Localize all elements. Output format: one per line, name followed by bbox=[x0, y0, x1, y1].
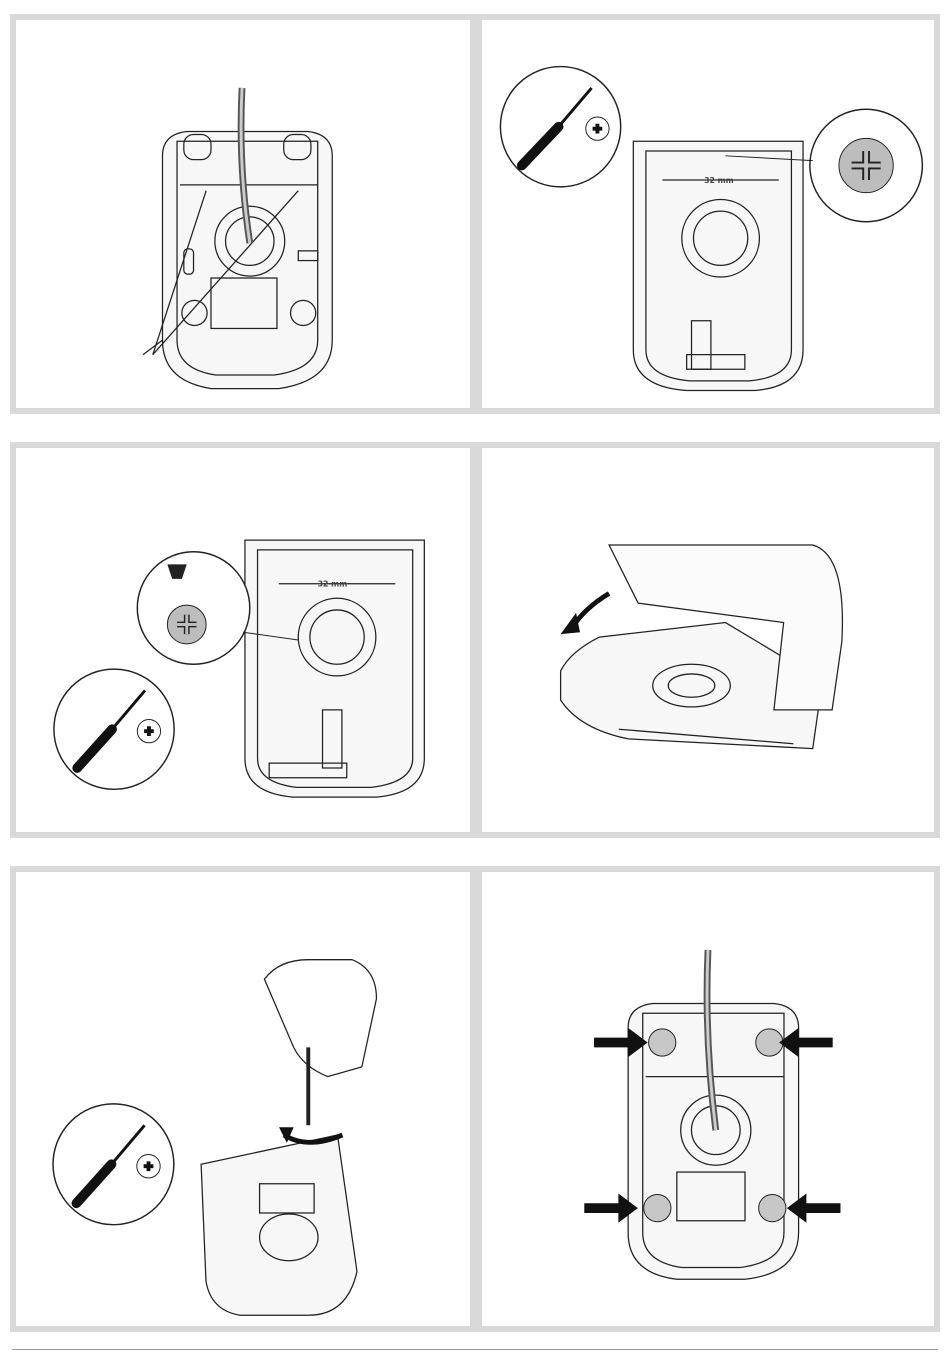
page-bottom-rule bbox=[12, 1349, 938, 1350]
panel-step-3: 32 mm bbox=[10, 442, 476, 838]
step-6-illustration bbox=[482, 872, 934, 1326]
step-2-illustration: 32 mm bbox=[482, 20, 934, 408]
panel-step-2: 32 mm bbox=[476, 14, 940, 414]
curved-arrow-icon bbox=[561, 593, 609, 634]
step-5-illustration bbox=[16, 872, 470, 1326]
phillips-screwdriver-icon bbox=[500, 67, 620, 187]
dimension-label: 32 mm bbox=[318, 580, 348, 589]
phillips-screwdriver-icon bbox=[53, 1104, 174, 1225]
rotate-arrow-icon bbox=[279, 1127, 342, 1143]
panel-step-1 bbox=[10, 14, 476, 414]
panel-step-5 bbox=[10, 866, 476, 1332]
phillips-screwdriver-icon bbox=[54, 669, 174, 789]
panel-step-4 bbox=[476, 442, 940, 838]
dimension-label: 32 mm bbox=[704, 176, 734, 185]
step-3-illustration: 32 mm bbox=[16, 448, 470, 832]
panel-step-6 bbox=[476, 866, 940, 1332]
step-4-illustration bbox=[482, 448, 934, 832]
step-1-illustration bbox=[16, 20, 470, 408]
